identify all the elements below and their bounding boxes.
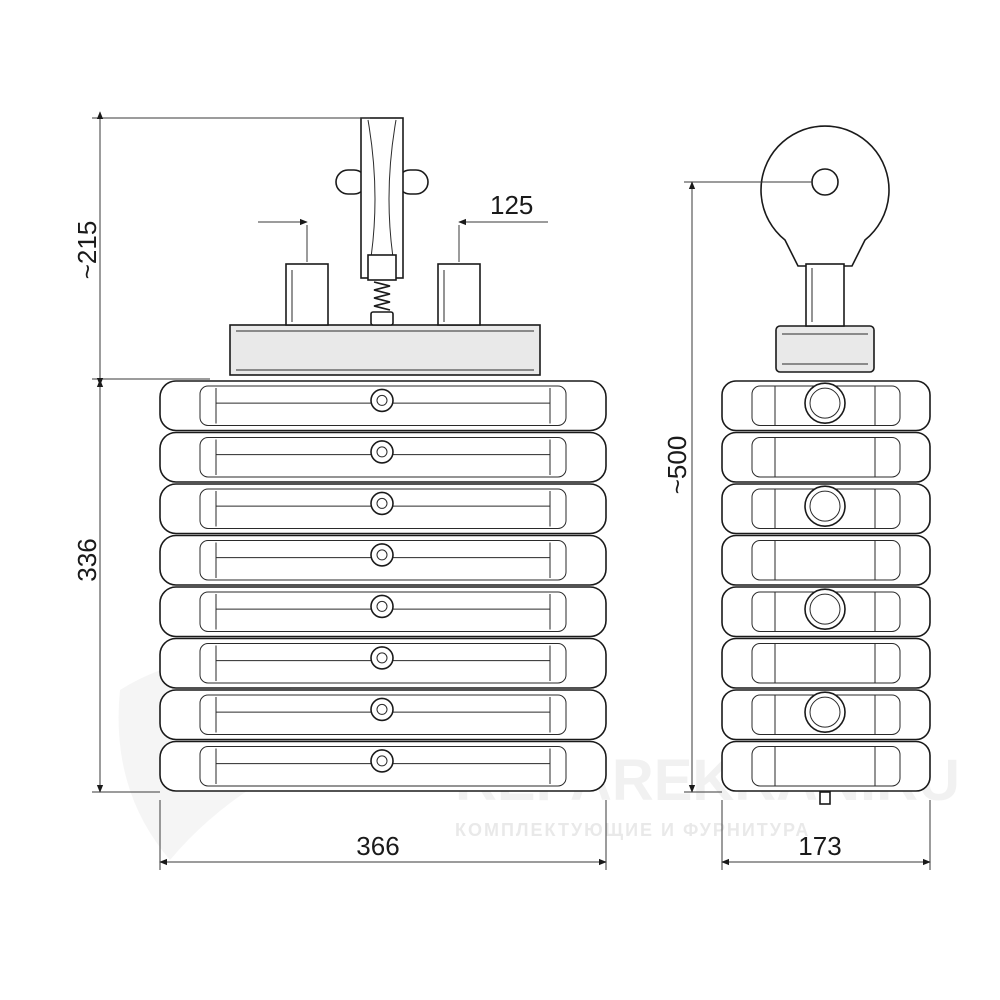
dim-overall-height-label: ~500: [662, 436, 692, 495]
dim-stack-height-label: 336: [72, 538, 102, 581]
weight-plate-icon: [721, 380, 931, 432]
side-rod-hole: [804, 382, 846, 424]
side-plate-stack: [721, 380, 931, 792]
dim-overall-height: ~500: [662, 181, 812, 793]
weight-plate-icon: [721, 483, 931, 535]
plate-pin-hole: [370, 440, 394, 464]
guide-sleeve-left: [285, 263, 329, 326]
front-view: ~215 336 125 366: [72, 111, 607, 870]
weight-plate-icon: [159, 637, 607, 689]
weight-plate-icon: [721, 534, 931, 586]
weight-plate-icon: [721, 431, 931, 483]
dim-depth-label: 173: [798, 831, 841, 861]
dim-stack-width: 366: [159, 800, 607, 870]
hex-nut: [370, 311, 394, 326]
weight-plate-icon: [159, 740, 607, 792]
dim-top-height-label: ~215: [72, 221, 102, 280]
guide-sleeve-right: [437, 263, 481, 326]
weight-plate-icon: [159, 431, 607, 483]
weight-plate-icon: [159, 689, 607, 741]
dim-pin-spacing: 125: [258, 190, 548, 262]
watermark-tagline: КОМПЛЕКТУЮЩИЕ И ФУРНИТУРА: [455, 820, 810, 840]
plate-pin-hole: [370, 388, 394, 413]
plate-pin-hole: [370, 749, 394, 773]
plate-pin-hole: [370, 594, 394, 619]
weight-plate-icon: [721, 689, 931, 741]
weight-plate-icon: [159, 534, 607, 586]
weight-plate-icon: [159, 586, 607, 638]
side-rod-hole: [804, 588, 846, 630]
side-rod-hole: [804, 485, 846, 527]
plate-pin-hole: [370, 543, 394, 567]
dim-stack-width-label: 366: [356, 831, 399, 861]
weight-plate-icon: [721, 740, 931, 792]
plate-pin-hole: [370, 491, 394, 516]
weight-plate-icon: [721, 586, 931, 638]
side-view: ~500 173: [662, 125, 931, 870]
bottom-pin: [819, 791, 831, 805]
threaded-rod: [373, 281, 391, 311]
plate-pin-hole: [370, 646, 394, 670]
side-collar: [775, 325, 875, 373]
dim-stack-height: 336: [72, 379, 160, 793]
weight-plate-icon: [721, 637, 931, 689]
side-rod-hole: [804, 691, 846, 733]
pulley-icon: [335, 117, 429, 326]
dim-top-height: ~215: [72, 111, 370, 386]
pulley-icon: [760, 125, 890, 327]
weight-plate-icon: [159, 483, 607, 535]
dim-pin-spacing-label: 125: [490, 190, 533, 220]
plate-pin-hole: [370, 697, 394, 722]
front-plate-stack: [159, 380, 607, 792]
weight-plate-icon: [159, 380, 607, 432]
top-plate: [229, 324, 541, 376]
dim-depth: 173: [721, 800, 931, 870]
